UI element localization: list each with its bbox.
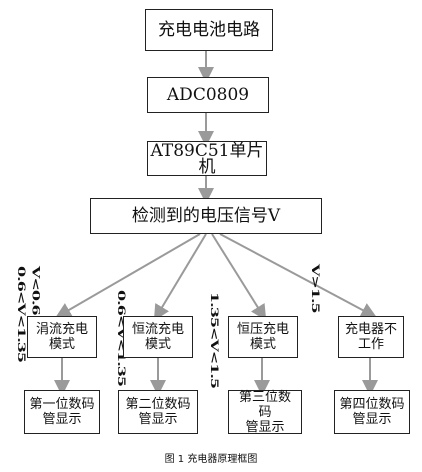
trickle-charge-mode-box: 涓流充电 模式 — [27, 316, 97, 358]
display4-line1: 第四位数码 — [339, 397, 405, 412]
condition-label-3: 1.35<V<1.5 — [208, 292, 221, 389]
display-digit1-box: 第一位数码 管显示 — [24, 390, 100, 434]
arrow-detect-mode1 — [55, 233, 201, 319]
adc-label: ADC0809 — [166, 85, 250, 105]
display-digit2-box: 第二位数码 管显示 — [118, 390, 198, 434]
voltage-signal-box: 检测到的电压信号V — [90, 198, 322, 234]
mode4-line1: 充电器不 — [344, 322, 397, 337]
mode2-line1: 恒流充电 — [131, 322, 184, 337]
charger-off-mode-box: 充电器不 工作 — [338, 316, 404, 358]
constant-voltage-mode-box: 恒压充电 模式 — [228, 316, 298, 358]
display-digit3-box: 第三位数码 管显示 — [228, 389, 302, 435]
condition-label-2: 0.6<V<1.35 — [115, 290, 128, 387]
mode4-line2: 工作 — [357, 337, 384, 352]
display1-line1: 第一位数码 — [29, 397, 95, 412]
mode1-line1: 涓流充电 — [35, 322, 88, 337]
mcu-label: AT89C51单片机 — [150, 140, 264, 177]
display-digit4-box: 第四位数码 管显示 — [334, 390, 410, 434]
battery-circuit-label: 充电电池电路 — [158, 20, 260, 40]
arrow-detect-mode3 — [211, 233, 267, 321]
mode3-line2: 模式 — [249, 337, 276, 352]
display1-line2: 管显示 — [42, 412, 82, 427]
battery-circuit-box: 充电电池电路 — [145, 9, 273, 51]
adc-box: ADC0809 — [147, 77, 269, 113]
mode3-line1: 恒压充电 — [236, 322, 289, 337]
display2-line2: 管显示 — [138, 412, 178, 427]
display4-line2: 管显示 — [352, 412, 392, 427]
figure-caption: 图 1 充电器原理框图 — [164, 454, 258, 465]
mcu-box: AT89C51单片机 — [147, 141, 267, 176]
display3-line2: 管显示 — [245, 419, 285, 435]
constant-current-mode-box: 恒流充电 模式 — [123, 316, 193, 358]
display3-line1: 第三位数码 — [238, 389, 291, 420]
arrow-detect-mode4 — [219, 233, 378, 318]
mode2-line2: 模式 — [144, 337, 171, 352]
voltage-signal-label: 检测到的电压信号V — [131, 206, 281, 226]
mode1-line2: 模式 — [48, 337, 75, 352]
condition-label-4: V>1.5 — [309, 264, 322, 313]
arrow-detect-mode2 — [153, 233, 207, 321]
display2-line1: 第二位数码 — [125, 397, 191, 412]
